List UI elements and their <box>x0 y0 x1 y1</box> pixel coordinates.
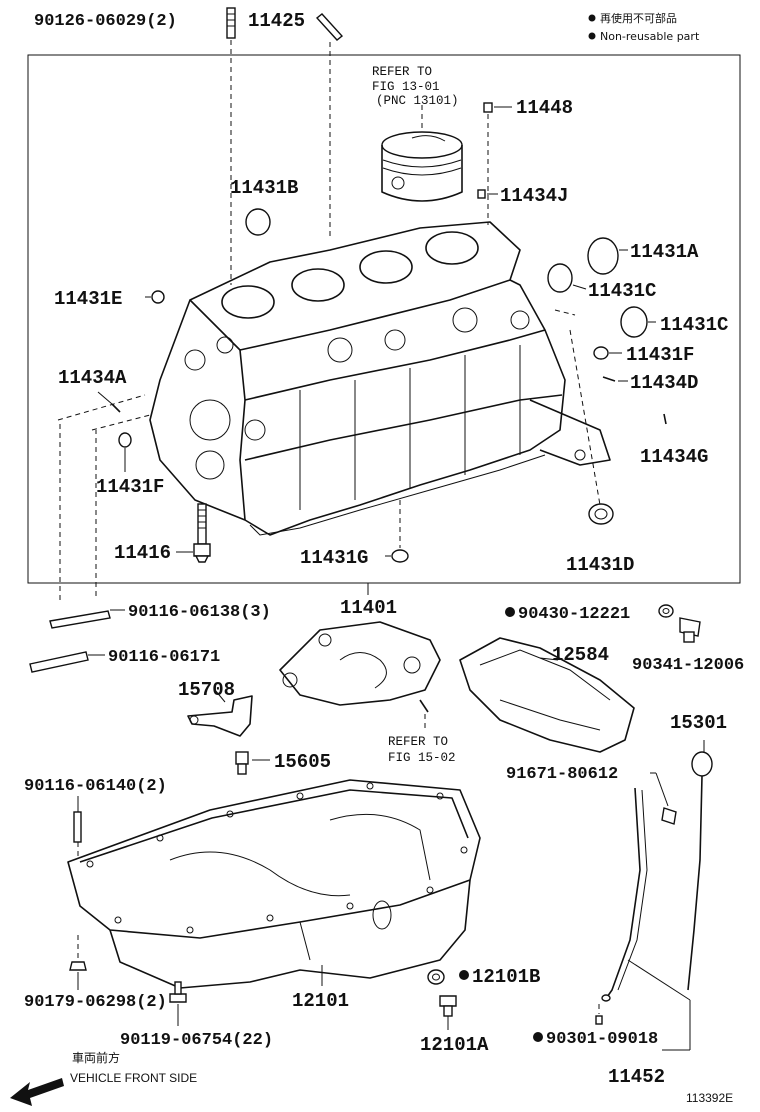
plug-11431G-icon <box>385 500 409 563</box>
seal-11431D-icon <box>554 309 614 525</box>
bolt-90119-icon <box>169 981 187 1026</box>
label-11434A: 11434A <box>58 367 127 389</box>
label-11434G: 11434G <box>640 446 708 468</box>
legend-text-en: Non-reusable part <box>600 30 700 43</box>
plug-11431F-right-icon <box>593 346 622 360</box>
drain-plug-12101A-icon <box>439 995 457 1030</box>
label-11425: 11425 <box>248 10 305 32</box>
legend-dot-icon <box>588 14 596 22</box>
plug-11434J-icon <box>477 189 498 199</box>
label-11416: 11416 <box>114 542 171 564</box>
label-90341: 90341-12006 <box>632 656 744 675</box>
label-15708: 15708 <box>178 679 235 701</box>
non-reusable-dot-icon <box>459 970 469 980</box>
reference-note-piston: REFER TO FIG 13-01 (PNC 13101) <box>372 65 459 108</box>
plug-90341-icon <box>679 617 701 643</box>
label-90179: 90179-06298(2) <box>24 993 167 1012</box>
label-90116-06138: 90116-06138(3) <box>128 603 271 622</box>
core-plug-11431C-upper-icon <box>547 263 587 293</box>
oil-strainer-bracket-15708-icon <box>187 689 253 737</box>
stud-90116-06138-icon <box>49 420 125 629</box>
gasket-90430-icon <box>658 604 674 618</box>
piston-icon <box>381 105 463 202</box>
label-91671: 91671-80612 <box>506 765 618 784</box>
seal-90301-icon <box>595 1004 603 1025</box>
ref-line1: REFER TO <box>388 735 448 749</box>
dipstick-guide-11452-icon <box>601 787 691 1051</box>
non-reusable-dot-icon <box>533 1032 543 1042</box>
stud-90116-06171-icon <box>29 651 105 673</box>
label-12101B: 12101B <box>472 966 540 988</box>
pin-11434A-icon <box>57 391 151 431</box>
label-11401: 11401 <box>340 597 397 619</box>
vehicle-front-label-en: VEHICLE FRONT SIDE <box>70 1071 197 1085</box>
vehicle-front-arrow-icon <box>10 1078 64 1106</box>
label-11448: 11448 <box>516 97 573 119</box>
ref-line1: REFER TO <box>372 65 432 79</box>
dipstick-15301-icon <box>687 740 713 991</box>
bolt-91671-icon <box>650 772 677 825</box>
ref-line3: (PNC 13101) <box>376 94 459 108</box>
label-11431B: 11431B <box>230 177 298 199</box>
label-11431F-left: 11431F <box>96 476 164 498</box>
ref-line2: FIG 13-01 <box>372 80 440 94</box>
gasket-12101B-icon <box>427 969 445 985</box>
legend: 再使用不可部品 Non-reusable part <box>588 11 700 43</box>
label-11431C-upper: 11431C <box>588 280 656 302</box>
block-group-frame <box>27 54 741 584</box>
label-12101A: 12101A <box>420 1034 489 1056</box>
figure-code: 113392E <box>686 1091 733 1105</box>
legend-text-jp: 再使用不可部品 <box>600 11 677 25</box>
label-11434D: 11434D <box>630 372 698 394</box>
label-90116-06140: 90116-06140(2) <box>24 777 167 796</box>
plug-11431F-left-icon <box>118 432 132 472</box>
label-11431A: 11431A <box>630 241 699 263</box>
stud-90126-icon <box>226 7 236 285</box>
label-11431G: 11431G <box>300 547 368 569</box>
plug-11448-icon <box>483 102 512 225</box>
plug-11431E-icon <box>145 290 165 304</box>
label-12584: 12584 <box>552 644 609 666</box>
label-11431D: 11431D <box>566 554 634 576</box>
pin-11425-icon <box>315 13 344 240</box>
label-11431F-right: 11431F <box>626 344 694 366</box>
ref-line2: FIG 15-02 <box>388 751 456 765</box>
pin-11434D-icon <box>602 376 628 382</box>
label-90116-06171: 90116-06171 <box>108 648 220 667</box>
nut-90179-icon <box>69 935 87 990</box>
label-11452: 11452 <box>608 1066 665 1088</box>
bolt-11416-icon <box>176 503 211 563</box>
pin-11434G-icon <box>663 413 667 425</box>
reference-note-oil-pump: REFER TO FIG 15-02 <box>388 735 456 765</box>
non-reusable-dot-icon <box>505 607 515 617</box>
footer: 車両前方 VEHICLE FRONT SIDE 113392E <box>70 1050 733 1105</box>
oil-baffle-plate-12584-icon <box>459 637 635 753</box>
label-12101: 12101 <box>292 990 349 1012</box>
core-plug-11431A-icon <box>587 237 628 275</box>
label-11434J: 11434J <box>500 185 568 207</box>
label-90301: 90301-09018 <box>546 1030 658 1049</box>
engine-mounting-bracket-icon <box>279 621 441 732</box>
label-90119: 90119-06754(22) <box>120 1031 273 1050</box>
core-plug-11431B-icon <box>245 208 271 236</box>
label-90430: 90430-12221 <box>518 605 630 624</box>
core-plug-11431C-lower-icon <box>620 306 656 338</box>
label-11431E: 11431E <box>54 288 122 310</box>
oil-pan-12101-icon <box>67 779 481 989</box>
oil-pressure-switch-15605-icon <box>235 751 270 775</box>
cylinder-block-icon <box>149 221 611 536</box>
label-15605: 15605 <box>274 751 331 773</box>
label-90126: 90126-06029(2) <box>34 12 177 31</box>
vehicle-front-label-jp: 車両前方 <box>72 1050 120 1065</box>
label-11431C-lower: 11431C <box>660 314 728 336</box>
stud-90116-06140-icon <box>73 796 82 860</box>
legend-dot-icon <box>588 32 596 40</box>
part-labels: 90126-06029(2) 11425 11448 11431B 11434J… <box>24 10 744 1088</box>
label-15301: 15301 <box>670 712 727 734</box>
